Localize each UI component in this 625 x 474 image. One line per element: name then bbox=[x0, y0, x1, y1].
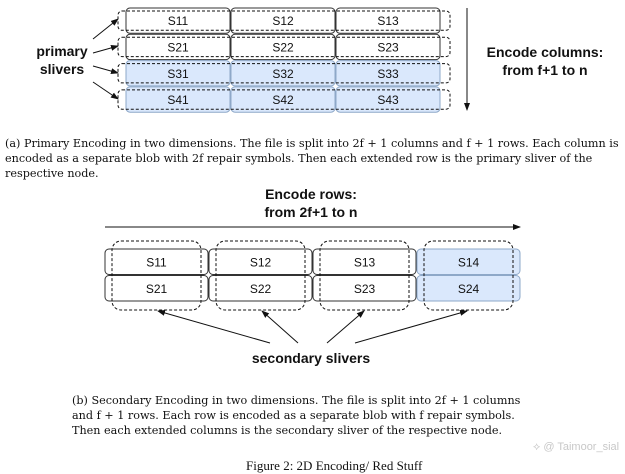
primary-cell-label: S12 bbox=[272, 14, 294, 28]
primary-sliver-arrows bbox=[92, 18, 119, 100]
primary-cell-label: S41 bbox=[167, 93, 189, 107]
arrow-to-col-4 bbox=[354, 310, 468, 344]
primary-slivers-label-line1: primary bbox=[36, 43, 88, 59]
primary-cell-box bbox=[335, 7, 441, 34]
primary-cell-box bbox=[335, 86, 441, 113]
arrow-to-row-3 bbox=[92, 65, 119, 75]
primary-slivers-label-line2: slivers bbox=[40, 61, 85, 77]
secondary-slivers-label: secondary slivers bbox=[252, 350, 371, 366]
encode-columns-label-line1: Encode columns: bbox=[487, 44, 604, 60]
secondary-cell-box bbox=[208, 248, 313, 275]
primary-cell-label: S42 bbox=[272, 93, 294, 107]
encode-columns-label-line2: from f+1 to n bbox=[502, 62, 587, 78]
primary-cell-box bbox=[125, 7, 231, 34]
secondary-cell-label: S11 bbox=[146, 255, 167, 269]
primary-cell-label: S22 bbox=[272, 40, 294, 54]
secondary-cell-box bbox=[312, 248, 417, 275]
primary-cell-label: S31 bbox=[167, 67, 189, 81]
secondary-sliver-outlines bbox=[111, 240, 514, 311]
secondary-cell-label: S22 bbox=[250, 282, 272, 296]
secondary-cell-label: S23 bbox=[354, 282, 376, 296]
secondary-sliver-outline bbox=[319, 240, 410, 311]
primary-cell-label: S11 bbox=[168, 14, 189, 28]
secondary-sliver-outline bbox=[215, 240, 306, 311]
primary-cell-label: S32 bbox=[272, 67, 294, 81]
primary-cell-box bbox=[335, 60, 441, 87]
secondary-cell-label: S24 bbox=[458, 282, 480, 296]
primary-sliver-outlines bbox=[117, 10, 451, 110]
primary-sliver-outline bbox=[117, 89, 451, 110]
primary-cell-box bbox=[335, 33, 441, 61]
watermark: ⟡ @ Taimoor_sial bbox=[533, 441, 620, 453]
secondary-sliver-outline bbox=[423, 240, 514, 311]
secondary-cell-box bbox=[416, 248, 521, 275]
caption-primary-encoding: (a) Primary Encoding in two dimensions. … bbox=[5, 137, 619, 180]
secondary-cell-label: S14 bbox=[458, 255, 480, 269]
secondary-cell-box bbox=[208, 275, 313, 302]
primary-cell-box bbox=[230, 86, 336, 113]
primary-cell-box bbox=[230, 60, 336, 87]
caption-secondary-encoding: (b) Secondary Encoding in two dimensions… bbox=[72, 394, 521, 437]
secondary-cell-box bbox=[104, 248, 209, 275]
secondary-cell-box bbox=[416, 275, 521, 302]
arrow-to-col-2 bbox=[261, 310, 299, 344]
arrow-to-col-3 bbox=[326, 310, 365, 344]
secondary-cell-box bbox=[104, 275, 209, 302]
encode-rows-label-line1: Encode rows: bbox=[265, 186, 357, 202]
primary-cell-label: S23 bbox=[377, 40, 399, 54]
primary-cell-box bbox=[125, 33, 231, 61]
figure-title: Figure 2: 2D Encoding/ Red Stuff bbox=[246, 458, 423, 473]
secondary-sliver-arrows bbox=[157, 310, 468, 344]
primary-cell-box bbox=[125, 60, 231, 87]
primary-cell-box bbox=[125, 86, 231, 113]
primary-cell-label: S43 bbox=[377, 93, 399, 107]
arrow-to-row-2 bbox=[92, 44, 119, 54]
primary-cell-label: S13 bbox=[377, 14, 399, 28]
primary-sliver-outline bbox=[117, 10, 451, 31]
primary-cell-box bbox=[230, 33, 336, 61]
arrow-to-row-4 bbox=[92, 81, 119, 100]
encode-rows-label-line2: from 2f+1 to n bbox=[265, 204, 358, 220]
primary-cell-label: S33 bbox=[377, 67, 399, 81]
secondary-cell-label: S13 bbox=[354, 255, 376, 269]
secondary-cell-label: S21 bbox=[146, 282, 168, 296]
primary-cell-label: S21 bbox=[167, 40, 189, 54]
secondary-cell-label: S12 bbox=[250, 255, 272, 269]
secondary-cell-box bbox=[312, 275, 417, 302]
primary-sliver-outline bbox=[117, 63, 451, 84]
primary-cell-box bbox=[230, 7, 336, 34]
arrow-to-row-1 bbox=[92, 18, 119, 40]
arrow-to-col-1 bbox=[157, 310, 271, 344]
primary-sliver-outline bbox=[117, 36, 451, 58]
secondary-sliver-outline bbox=[111, 240, 202, 311]
